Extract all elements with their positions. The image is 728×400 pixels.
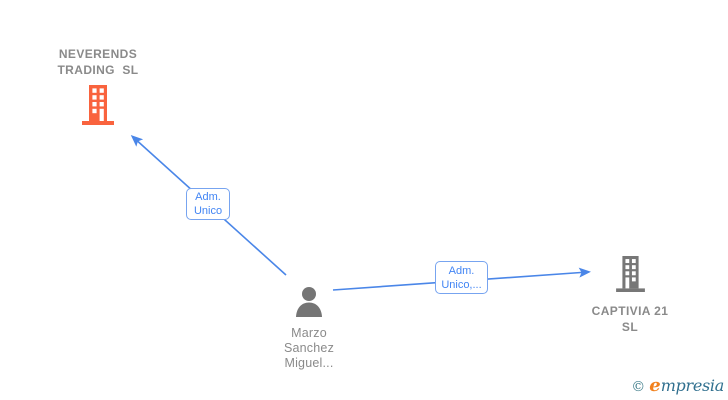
company-name: CAPTIVIA 21 SL bbox=[570, 303, 690, 335]
person-name-line1: Marzo bbox=[291, 326, 327, 340]
edge-label-adm-unico-etc[interactable]: Adm. Unico,... bbox=[435, 261, 488, 294]
edge-label-line2: Unico,... bbox=[441, 278, 482, 291]
person-name: Marzo Sanchez Miguel... bbox=[259, 326, 359, 371]
edge-label-line1: Adm. bbox=[448, 264, 475, 277]
company-name-line1: CAPTIVIA 21 bbox=[591, 304, 669, 318]
node-person-marzo-sanchez[interactable]: Marzo Sanchez Miguel... bbox=[259, 287, 359, 371]
building-icon bbox=[614, 256, 647, 297]
company-name-line1: NEVERENDS bbox=[58, 47, 138, 61]
node-company-captivia[interactable]: CAPTIVIA 21 SL bbox=[570, 256, 690, 335]
edge-label-line1: Adm. bbox=[195, 191, 221, 203]
copyright-icon: © bbox=[631, 379, 646, 395]
node-company-neverends[interactable]: NEVERENDS TRADING SL bbox=[28, 46, 168, 130]
edge-label-adm-unico[interactable]: Adm. Unico bbox=[186, 188, 230, 220]
empresia-watermark: ©empresia bbox=[631, 377, 724, 396]
building-icon bbox=[80, 85, 116, 130]
person-icon bbox=[294, 287, 324, 322]
person-name-line3: Miguel... bbox=[284, 356, 334, 370]
company-name: NEVERENDS TRADING SL bbox=[28, 46, 168, 78]
company-name-line2: SL bbox=[621, 320, 639, 334]
person-name-line2: Sanchez bbox=[283, 341, 335, 355]
brand-name: mpresia bbox=[660, 376, 725, 395]
company-name-line2: TRADING SL bbox=[57, 63, 139, 77]
edge-label-line2: Unico bbox=[193, 205, 223, 217]
brand-initial: e bbox=[649, 375, 661, 396]
